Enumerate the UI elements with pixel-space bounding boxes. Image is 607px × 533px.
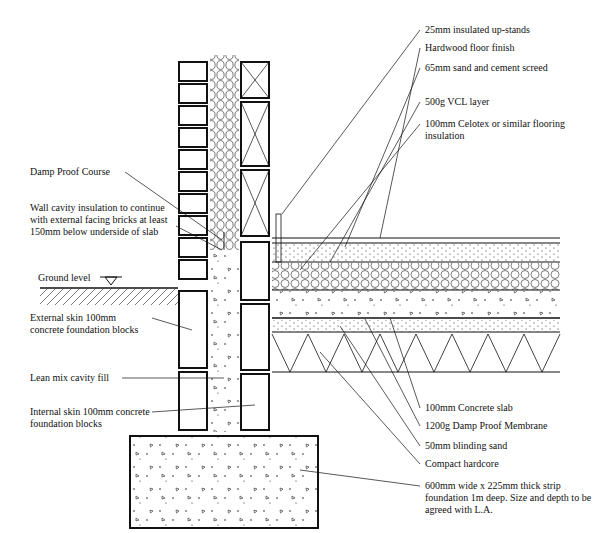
facing-bricks <box>179 62 207 279</box>
callout-label: Damp Proof Course <box>30 166 170 178</box>
callout-label: 100mm Concrete slab <box>425 402 603 414</box>
dimension-line <box>224 232 225 250</box>
callout-label: Lean mix cavity fill <box>30 372 150 384</box>
callout-label: Wall cavity insulation to continue with … <box>30 202 170 238</box>
floor-layers <box>272 214 560 372</box>
callout-label: 50mm blinding sand <box>425 440 603 452</box>
callout-label: 600mm wide x 225mm thick strip foundatio… <box>425 480 597 516</box>
callout-label: 100mm Celotex or similar flooring insula… <box>425 118 575 142</box>
inner-blocks <box>241 62 269 236</box>
callout-label: Internal skin 100mm concrete foundation … <box>30 406 150 430</box>
leader-lines <box>122 30 420 486</box>
foundation-blocks <box>179 242 269 430</box>
callout-label: Ground level <box>38 272 108 284</box>
callout-label: 25mm insulated up-stands <box>425 24 603 36</box>
callout-label: Compact hardcore <box>425 458 603 470</box>
cavity-insulation <box>210 55 239 250</box>
callout-label: 1200g Damp Proof Membrane <box>425 420 603 432</box>
strip-foundation <box>130 436 318 528</box>
lean-mix-fill <box>210 250 239 432</box>
callout-label: Hardwood floor finish <box>425 42 603 54</box>
callout-label: External skin 100mm concrete foundation … <box>30 312 150 336</box>
callout-label: 65mm sand and cement screed <box>425 62 575 74</box>
callout-label: 500g VCL layer <box>425 96 603 108</box>
